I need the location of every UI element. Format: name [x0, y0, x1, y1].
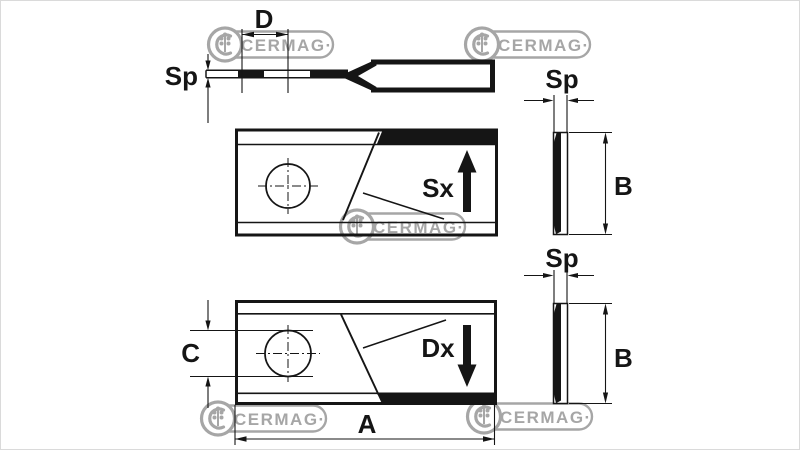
arrowhead-down-icon: [602, 223, 609, 235]
dimension-c: C: [181, 300, 313, 408]
dimension-sp-lower-label: Sp: [545, 243, 578, 273]
dimension-b-lower-label: B: [614, 343, 633, 373]
bevel-diagonal-line: [342, 132, 380, 221]
arrowhead-right-icon: [543, 273, 554, 278]
dx-label: Dx: [421, 333, 455, 363]
cermag-watermark-bottom-right: CERMAG·: [465, 398, 594, 435]
arrowhead-up-icon: [205, 77, 211, 88]
watermark-brand: CERMAG·: [498, 36, 590, 55]
cermag-watermark-top-right: CERMAG·: [463, 26, 592, 63]
blade-top-view-dx: Dx: [235, 300, 497, 405]
profile-thick-section-interior: [376, 64, 490, 88]
dimension-sp-label: Sp: [165, 61, 198, 91]
edge-grind-line: [362, 192, 445, 220]
arrowhead-down-icon: [205, 60, 211, 71]
arrowhead-down-icon: [205, 320, 211, 331]
watermark-brand: CERMAG·: [241, 36, 333, 55]
cutting-edge-band: [377, 393, 495, 403]
sx-label: Sx: [422, 173, 454, 203]
dimension-d: D: [241, 4, 289, 93]
edge-view-upper: Sp B: [524, 64, 633, 236]
watermark-brand: CERMAG·: [500, 408, 592, 427]
arrowhead-left-icon: [567, 273, 578, 278]
blade-outline: [235, 300, 497, 405]
dimension-a: A: [234, 405, 496, 445]
arrowhead-up-icon: [205, 376, 211, 387]
profile-black-segment-1: [238, 69, 264, 79]
wheat-icon: [351, 214, 363, 234]
wheat-icon: [219, 32, 231, 52]
wheat-icon: [478, 404, 490, 424]
rotation-arrow-up-icon: [457, 150, 477, 212]
profile-black-segment-2: [310, 69, 348, 79]
arrowhead-left-icon: [235, 436, 247, 442]
edge-grind-line: [362, 319, 447, 349]
wheat-icon: [476, 32, 488, 52]
arrowhead-down-icon: [602, 392, 609, 404]
arrowhead-right-icon: [276, 31, 288, 38]
dimension-sp-upper-label: Sp: [545, 64, 578, 94]
edge-bevel-face: [553, 133, 561, 235]
edge-view-lower: Sp B: [524, 243, 633, 405]
cermag-watermark-top-left: CERMAG·: [206, 26, 335, 63]
arrowhead-left-icon: [242, 31, 254, 38]
arrowhead-up-icon: [602, 132, 609, 144]
rotation-arrow-down-icon: [457, 325, 477, 387]
cutting-edge-band: [376, 131, 495, 145]
arrowhead-up-icon: [602, 303, 609, 315]
edge-bevel-face: [553, 304, 561, 404]
dimension-sp-profile: Sp: [165, 54, 211, 123]
blade-top-view-sx: Sx: [235, 128, 498, 237]
blade-side-profile-view: [205, 59, 495, 93]
profile-taper-interior: [358, 65, 377, 87]
arrowhead-left-icon: [567, 98, 578, 103]
arrowhead-right-icon: [543, 98, 554, 103]
dimension-a-label: A: [358, 409, 377, 439]
dimension-d-label: D: [255, 4, 274, 34]
bevel-diagonal-line: [340, 313, 380, 395]
arrowhead-right-icon: [483, 436, 495, 442]
dimension-b-upper-label: B: [614, 171, 633, 201]
wheat-icon: [212, 406, 224, 426]
blade-outline: [235, 128, 498, 237]
watermark-brand: CERMAG·: [234, 410, 326, 429]
dimension-c-label: C: [181, 338, 200, 368]
